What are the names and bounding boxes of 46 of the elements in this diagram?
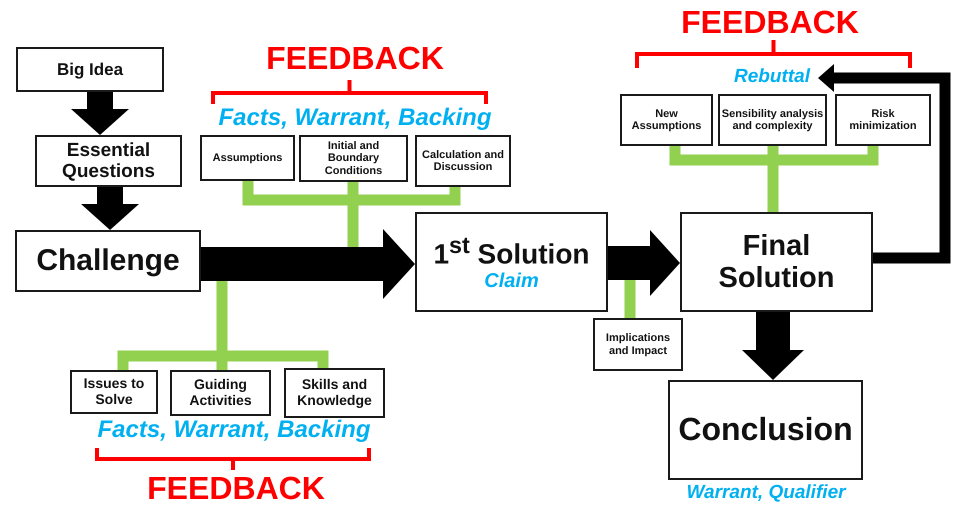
heading-text: FEEDBACK (265, 40, 445, 77)
box-title: Challenge (36, 244, 180, 278)
box-subtitle: Claim (484, 270, 539, 292)
process-box (680, 212, 873, 312)
box-title: Conclusion (678, 412, 853, 448)
box-title: Assumptions (212, 152, 282, 164)
note-box (284, 368, 385, 418)
box-title: Sensibility analysis and complexity (720, 108, 824, 132)
box-caption: Warrant, Qualifier (685, 482, 848, 504)
process-box (668, 380, 863, 480)
arrow (742, 312, 804, 380)
note-box (299, 135, 408, 182)
box-title: Initial and Boundary Conditions (324, 140, 384, 177)
box-title: Calculation and Discussion (421, 148, 505, 174)
note-box (835, 94, 931, 146)
box-title: Skills and Knowledge (296, 377, 373, 409)
process-box (415, 212, 608, 312)
note-box (415, 135, 511, 187)
heading-text: FEEDBACK (146, 470, 326, 505)
process-box (15, 230, 201, 292)
arrow (81, 187, 139, 230)
arrow (71, 92, 129, 135)
note-box (593, 318, 683, 371)
annotation-text: Rebuttal (726, 64, 818, 90)
note-box (718, 94, 827, 146)
note-box (170, 370, 271, 416)
box-title: Implications and Impact (604, 332, 672, 357)
arrow (201, 229, 415, 299)
box-title: New Assumptions (630, 108, 702, 132)
box-title: 1$^{st}$ Solution (433, 232, 590, 270)
box-title: Guiding Activities (188, 377, 253, 409)
annotation-text: Facts, Warrant, Backing (218, 104, 492, 132)
process-box (16, 47, 164, 92)
box-title: Big Idea (56, 60, 124, 80)
annotation-text: Facts, Warrant, Backing (96, 416, 372, 444)
process-box (35, 135, 182, 187)
heading-text: FEEDBACK (680, 4, 860, 41)
box-title: Essential Questions (61, 140, 156, 182)
box-title: Issues to Solve (82, 376, 146, 408)
note-box (620, 94, 713, 146)
note-box (200, 135, 295, 181)
note-box (70, 370, 158, 414)
box-title: Risk minimization (848, 108, 918, 132)
arrow (818, 64, 950, 264)
box-title: Final Solution (718, 230, 836, 294)
arrow (608, 230, 680, 296)
